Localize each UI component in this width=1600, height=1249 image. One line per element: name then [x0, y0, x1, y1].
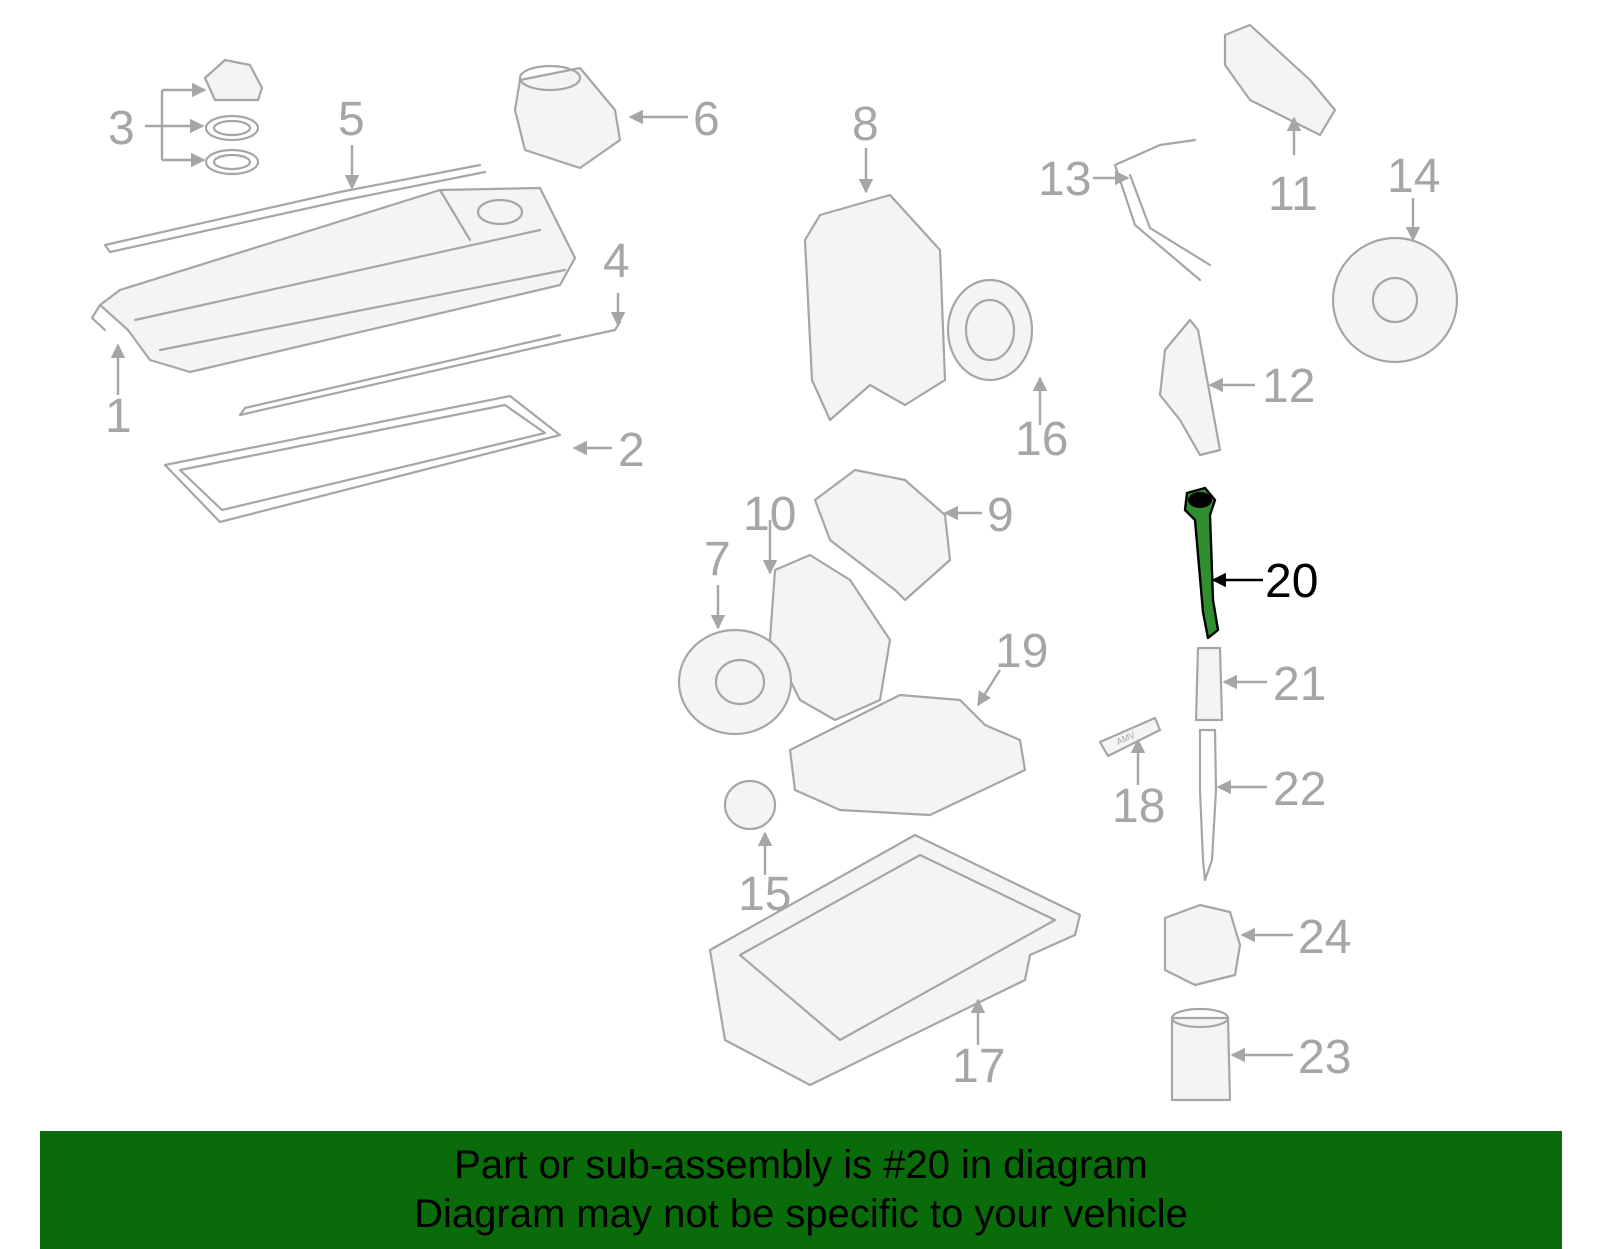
callout-16[interactable]: 16: [1015, 413, 1068, 466]
tube-lower-section-part: [1194, 646, 1224, 722]
cover-gasket-part: [103, 163, 487, 254]
timing-belt-part: [1113, 138, 1212, 282]
crank-sprocket-part: [723, 779, 777, 831]
oil-filler-neck-part: [513, 64, 622, 170]
dipstick-guide-tube-part[interactable]: [1183, 486, 1220, 640]
callout-6[interactable]: 6: [693, 93, 720, 146]
callout-10[interactable]: 10: [743, 488, 796, 541]
callout-19[interactable]: 19: [995, 625, 1048, 678]
callout-18[interactable]: 18: [1112, 780, 1165, 833]
callout-8[interactable]: 8: [852, 98, 879, 151]
leader-lines: [110, 82, 1421, 1063]
callout-22[interactable]: 22: [1273, 763, 1326, 816]
callout-3[interactable]: 3: [108, 102, 135, 155]
callout-2[interactable]: 2: [618, 424, 645, 477]
callout-11[interactable]: 11: [1268, 168, 1318, 221]
dipstick-part: [1198, 728, 1218, 882]
banner-line-2: Diagram may not be specific to your vehi…: [414, 1192, 1188, 1236]
valve-cover-part: [90, 186, 577, 374]
crankshaft-pulley-part: [677, 628, 793, 736]
cover-plate-part: [813, 468, 952, 602]
callout-24[interactable]: 24: [1298, 911, 1351, 964]
oil-baffle-part: [788, 693, 1027, 817]
callout-7[interactable]: 7: [704, 533, 731, 586]
callout-23[interactable]: 23: [1298, 1031, 1351, 1084]
callout-1[interactable]: 1: [105, 390, 132, 443]
callout-5[interactable]: 5: [338, 93, 365, 146]
upper-timing-cover-part: [1223, 23, 1337, 137]
info-banner: Part or sub-assembly is #20 in diagram D…: [40, 1131, 1562, 1249]
camshaft-sprocket-part: [1331, 236, 1459, 364]
callout-12[interactable]: 12: [1262, 360, 1315, 413]
callout-15[interactable]: 15: [738, 868, 791, 921]
oil-filter-part: [1170, 1007, 1232, 1102]
oil-pan-part: [708, 833, 1082, 1087]
oil-cooler-part: [1163, 903, 1242, 987]
callout-20[interactable]: 20: [1265, 555, 1318, 608]
timing-cover-part: [803, 193, 947, 422]
callout-9[interactable]: 9: [987, 489, 1014, 542]
tensioner-pulley-part: [946, 278, 1034, 382]
callout-13[interactable]: 13: [1038, 153, 1091, 206]
callout-4[interactable]: 4: [603, 235, 630, 288]
callout-17[interactable]: 17: [952, 1040, 1005, 1093]
gasket-part: [163, 394, 562, 524]
callout-14[interactable]: 14: [1387, 150, 1440, 203]
callout-21[interactable]: 21: [1273, 658, 1326, 711]
oil-cap-part: [203, 58, 264, 176]
sealant-tube-part: AMV: [1098, 716, 1162, 758]
rear-cover-part: [1158, 318, 1222, 457]
banner-line-1: Part or sub-assembly is #20 in diagram: [454, 1143, 1148, 1187]
